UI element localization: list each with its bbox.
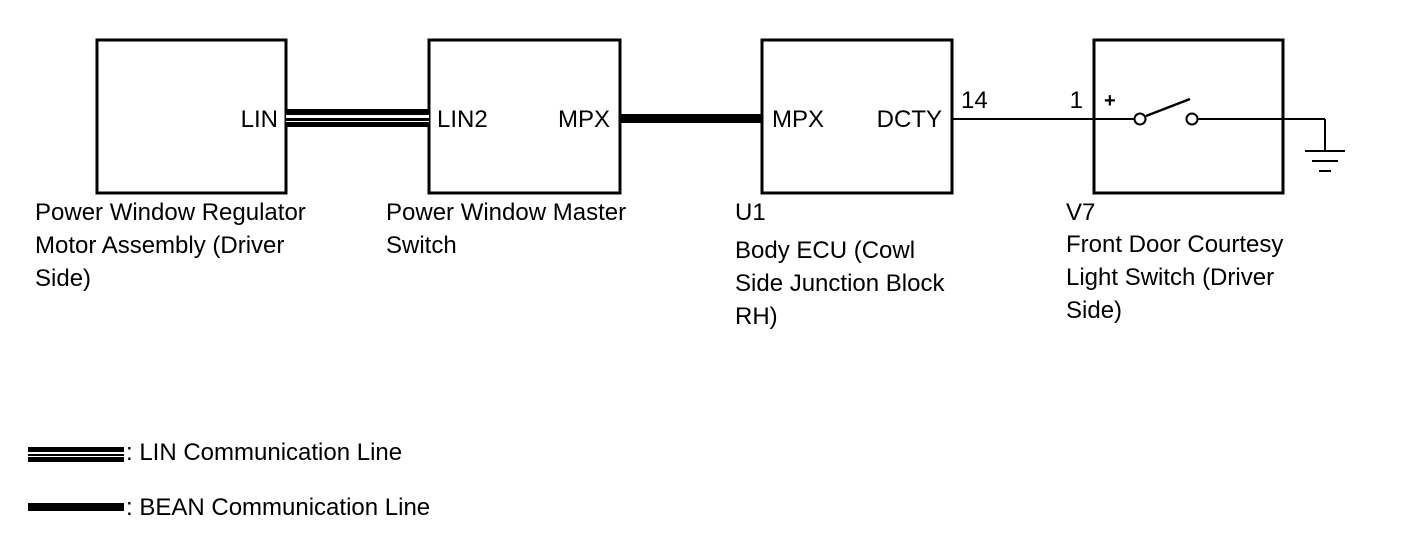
ground-icon xyxy=(1305,150,1345,172)
regulator-pin-lin: LIN xyxy=(241,106,278,133)
lin-legend-label: : LIN Communication Line xyxy=(126,439,403,466)
lin-communication-wire xyxy=(286,109,429,127)
courtesy-caption: Front Door Courtesy Light Switch (Driver… xyxy=(1066,231,1284,324)
bean-communication-wire xyxy=(620,114,762,123)
courtesy-pin-number: 1 xyxy=(1070,87,1083,114)
ecu-pin-dcty: DCTY xyxy=(877,106,942,133)
ecu-code: U1 xyxy=(735,199,766,226)
courtesy-polarity: + xyxy=(1104,90,1116,112)
master-caption: Power Window Master Switch xyxy=(386,199,627,259)
bean-legend-label: : BEAN Communication Line xyxy=(126,494,431,521)
lin-legend-symbol xyxy=(28,447,124,462)
ecu-pin-mpx: MPX xyxy=(772,106,824,133)
courtesy-switch-symbol xyxy=(1094,97,1283,126)
master-pin-lin2: LIN2 xyxy=(437,106,488,133)
courtesy-switch-box xyxy=(1092,38,1285,195)
ecu-pin-number: 14 xyxy=(961,87,988,114)
courtesy-code: V7 xyxy=(1066,199,1096,226)
bean-legend-symbol xyxy=(28,503,124,511)
master-pin-mpx: MPX xyxy=(558,106,610,133)
regulator-caption: Power Window Regulator Motor Assembly (D… xyxy=(35,199,306,292)
ecu-caption: Body ECU (Cowl Side Junction Block RH) xyxy=(735,237,945,330)
